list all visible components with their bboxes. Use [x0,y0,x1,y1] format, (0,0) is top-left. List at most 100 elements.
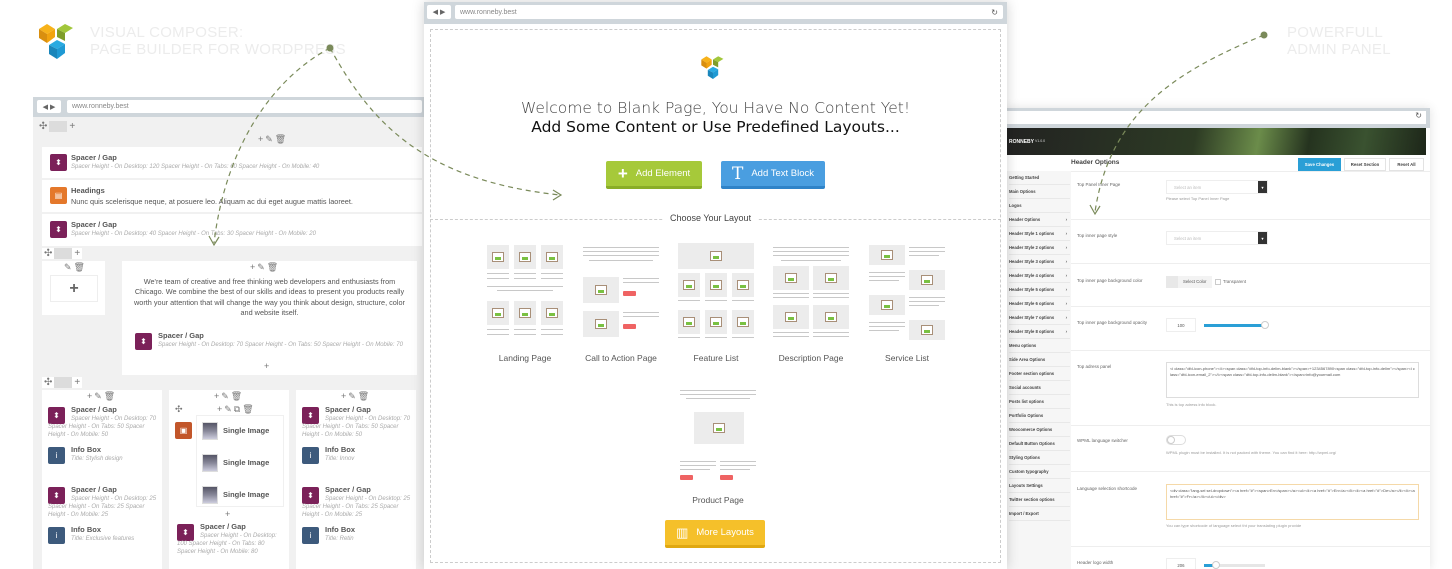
column-tools[interactable]: +✎🗑 [250,262,281,272]
layout-label[interactable]: Call to Action Page [585,353,657,363]
element-spacer[interactable]: ⬍ Spacer / Gap Spacer Height - On Deskto… [42,147,422,178]
element-title: Spacer / Gap [158,331,204,340]
layout-icon[interactable] [49,121,68,132]
hero-line: PAGE BUILDER FOR WORDPRESS [90,41,346,58]
back-forward-buttons[interactable]: ◀ ▶ [37,100,61,113]
text-line [909,251,945,253]
add-icon[interactable]: + [74,248,81,259]
sidebar-item[interactable]: Header Style 2 options› [1009,241,1070,255]
address-bar[interactable]: www.ronneby.best↻ [455,5,1003,19]
layout-icon[interactable] [54,377,73,388]
top-panel-select[interactable]: Select an item▾ [1166,180,1268,194]
column-tools[interactable]: +✎🗑 [341,391,372,401]
more-layouts-button[interactable]: ▥More Layouts [665,520,765,548]
address-bar[interactable]: www.ronneby.best [67,100,422,113]
adress-textarea[interactable]: <i class="dfd-icon-phone"></i><span clas… [1166,362,1419,398]
layout-thumbnail[interactable] [487,245,563,345]
opacity-slider[interactable] [1204,321,1269,329]
inner-tools[interactable]: +✎⧉🗑 [217,404,256,414]
sidebar-item[interactable]: Woocomerce Options [1009,423,1070,437]
move-icon[interactable]: ✣ [175,404,185,414]
sidebar-item[interactable]: Logos [1009,199,1070,213]
sidebar-item-label: Header Style 3 options [1009,259,1055,264]
element-title: Info Box [325,525,355,534]
column-tools[interactable]: +✎🗑 [214,391,245,401]
reload-icon[interactable]: ↻ [1005,111,1426,124]
add-icon[interactable]: + [264,361,272,371]
layout-label[interactable]: Landing Page [498,353,552,363]
text-block[interactable]: We're team of creative and free thinking… [134,277,405,318]
sidebar-item[interactable]: Import / Export [1009,507,1070,521]
sidebar-item[interactable]: Header Style 1 options› [1009,227,1070,241]
sidebar-item[interactable]: Styling Options [1009,451,1070,465]
choose-layout-heading: Choose Your Layout [664,213,758,223]
column-tools[interactable]: +✎🗑 [87,391,118,401]
save-changes-button[interactable]: Save Changes [1298,158,1341,171]
transparent-checkbox[interactable] [1215,279,1221,285]
sidebar-item[interactable]: Twitter section options [1009,493,1070,507]
sidebar-item[interactable]: Header Style 5 options› [1009,283,1070,297]
layout-label[interactable]: Feature List [693,353,739,363]
sidebar-item[interactable]: Menu options [1009,339,1070,353]
layout-label[interactable]: Description Page [778,353,844,363]
wpml-toggle[interactable] [1166,435,1186,445]
sidebar-item[interactable]: Header Style 4 options› [1009,269,1070,283]
text-line [514,329,536,331]
sidebar-item[interactable]: Custom typography [1009,465,1070,479]
element-headings[interactable]: ▤ Headings Nunc quis scelerisque neque, … [42,180,422,212]
reset-section-button[interactable]: Reset Section [1344,158,1386,171]
language-shortcode-textarea[interactable]: <div class="lang-sel sel-dropdown"><a hr… [1166,484,1419,520]
sidebar-item[interactable]: Header Style 7 options› [1009,311,1070,325]
sidebar-item-label: Social accounts [1009,385,1041,390]
move-icon[interactable]: ✣ [44,248,53,259]
add-icon[interactable]: + [225,509,233,519]
reload-icon[interactable]: ↻ [991,7,998,17]
sidebar-item[interactable]: Side Area Options [1009,353,1070,367]
text-line [583,247,659,249]
slider-handle[interactable] [1261,321,1269,329]
sidebar-item[interactable]: Social accounts [1009,381,1070,395]
element-spacer[interactable]: ⬍ Spacer / Gap Spacer Height - On Deskto… [42,214,422,246]
sidebar-item[interactable]: Header Options› [1009,213,1070,227]
sidebar-item[interactable]: Portfolio Options [1009,409,1070,423]
select-color-button[interactable]: Select Color [1166,276,1212,288]
add-element-button[interactable]: + [50,275,98,302]
layout-thumbnail[interactable] [869,245,945,345]
logo-width-input[interactable]: 206 [1166,558,1196,569]
sidebar-item[interactable]: Header Style 3 options› [1009,255,1070,269]
sidebar-item[interactable]: Layouts Settings [1009,479,1070,493]
layout-thumbnail[interactable] [583,245,659,345]
logo-width-slider[interactable] [1204,561,1265,569]
layout-icon[interactable] [54,248,73,259]
row-tools[interactable]: +✎🗑 [258,134,289,144]
layout-thumbnail[interactable] [678,243,754,343]
sidebar-item[interactable]: Getting Started [1009,171,1070,185]
text-line [781,260,841,262]
sidebar-item[interactable]: Default Button Options [1009,437,1070,451]
add-icon[interactable]: + [74,377,81,388]
image-placeholder-icon [541,245,563,269]
slider-handle[interactable] [1212,561,1221,569]
style-select[interactable]: Select an item▾ [1166,231,1268,245]
back-forward-buttons[interactable]: ◀ ▶ [427,5,451,19]
sidebar-item[interactable]: Posts list options [1009,395,1070,409]
move-icon[interactable]: ✣ [39,121,48,132]
color-swatch [1166,276,1178,288]
sidebar-item[interactable]: Main Options [1009,185,1070,199]
column-tools[interactable]: ✎🗑 [64,262,87,272]
layout-thumbnail[interactable] [680,388,756,488]
sidebar-item[interactable]: Footer section options [1009,367,1070,381]
sidebar-item[interactable]: Header Style 8 options› [1009,325,1070,339]
opacity-input[interactable]: 100 [1166,318,1196,332]
reset-all-button[interactable]: Reset All [1389,158,1424,171]
sidebar-item[interactable]: Header Style 6 options› [1009,297,1070,311]
move-icon[interactable]: ✣ [44,377,53,388]
layout-label[interactable]: Product Page [692,495,744,505]
version-label: V1.0.0 [1035,139,1046,143]
layout-thumbnail[interactable] [773,245,849,345]
element-subtitle: Title: Innov [325,456,355,462]
add-element-button[interactable]: +Add Element [606,161,702,189]
add-icon[interactable]: + [69,121,76,132]
layout-label[interactable]: Service List [885,353,929,363]
